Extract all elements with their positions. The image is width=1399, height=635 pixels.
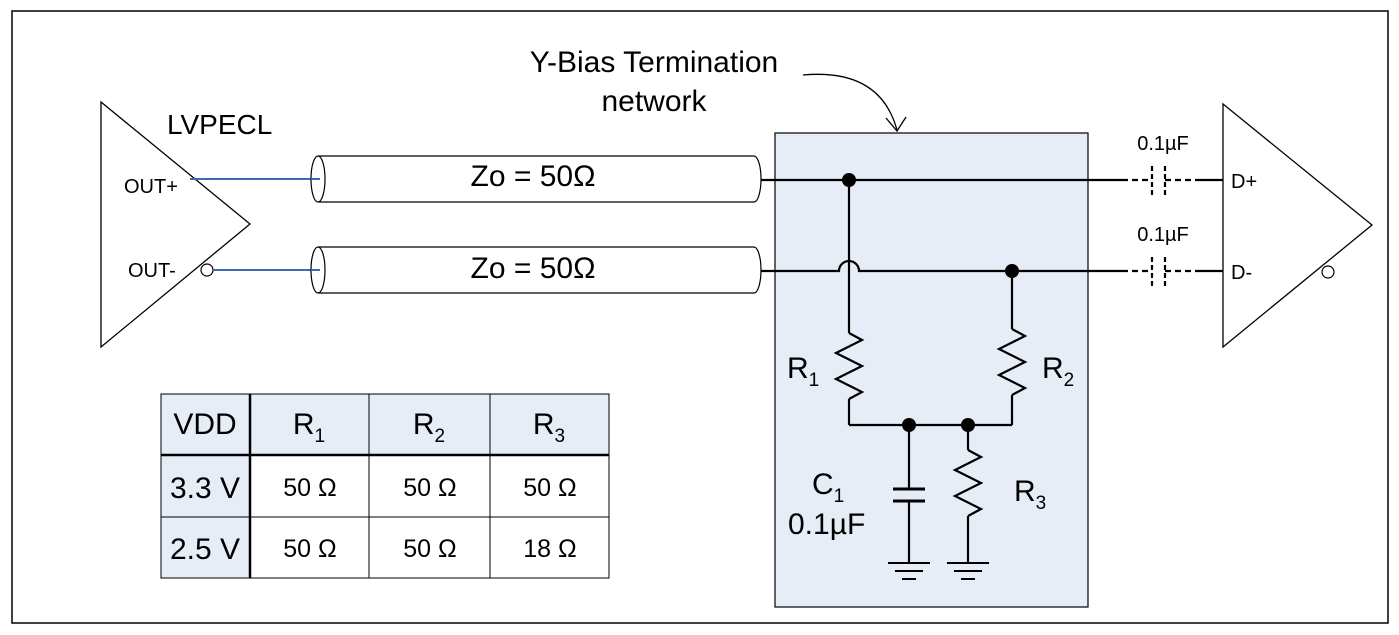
table-header-r2: R2	[413, 408, 445, 447]
outer-frame	[11, 10, 1389, 624]
table-header-r3: R3	[533, 408, 565, 447]
termination-panel	[774, 132, 1089, 608]
c1-label: C1	[812, 468, 844, 507]
annotation-line1: Y-Bias Termination	[530, 46, 778, 79]
resistor-r1	[833, 180, 865, 425]
r3-label: R3	[1014, 475, 1046, 514]
resistor-r2	[996, 271, 1028, 425]
driver-inversion-bubble	[200, 263, 214, 277]
c1-value: 0.1µF	[788, 508, 865, 541]
resistor-r3	[952, 425, 984, 563]
table-header-r1: R1	[293, 408, 325, 447]
ground-c1	[888, 562, 930, 580]
resistor-table: VDD R1 R2 R3 3.3 V 50 Ω 50 Ω 50 Ω 2.5 V …	[160, 393, 610, 579]
table-row1-r3: 50 Ω	[523, 474, 576, 502]
table-row2-r1: 50 Ω	[283, 535, 336, 563]
r1-label: R1	[787, 352, 819, 391]
transmission-line-top	[310, 155, 762, 203]
ground-r3	[947, 562, 989, 580]
table-row1-vdd: 3.3 V	[170, 472, 240, 505]
driver-name: LVPECL	[167, 109, 272, 140]
table-row2-vdd: 2.5 V	[170, 533, 240, 566]
annotation-arrowhead	[885, 116, 907, 133]
line-top-label: Zo = 50Ω	[471, 160, 596, 193]
table-row2-r2: 50 Ω	[403, 535, 456, 563]
line-bottom-label: Zo = 50Ω	[471, 252, 596, 285]
receiver-in-neg-label: D-	[1231, 262, 1252, 284]
annotation-line2: network	[601, 85, 707, 118]
receiver-in-pos-label: D+	[1231, 171, 1257, 193]
ac-cap-bottom-value: 0.1µF	[1137, 224, 1189, 246]
ac-cap-top-value: 0.1µF	[1137, 133, 1189, 155]
transmission-line-bottom	[310, 246, 762, 294]
annotation-arrow	[802, 73, 898, 131]
lvpecl-driver	[100, 100, 252, 349]
receiver	[1222, 102, 1374, 349]
ac-cap-bottom	[1122, 257, 1223, 286]
table-header-vdd: VDD	[173, 408, 236, 441]
capacitor-c1	[893, 425, 925, 563]
table-row1-r2: 50 Ω	[403, 474, 456, 502]
ac-cap-top	[1122, 166, 1223, 195]
driver-out-neg-label: OUT-	[128, 260, 176, 282]
r2-label: R2	[1042, 352, 1074, 391]
table-header-fill	[161, 394, 609, 455]
driver-out-pos-label: OUT+	[124, 176, 178, 198]
receiver-inversion-bubble	[1321, 265, 1335, 279]
table-row2-r3: 18 Ω	[523, 535, 576, 563]
table-row1-r1: 50 Ω	[283, 474, 336, 502]
